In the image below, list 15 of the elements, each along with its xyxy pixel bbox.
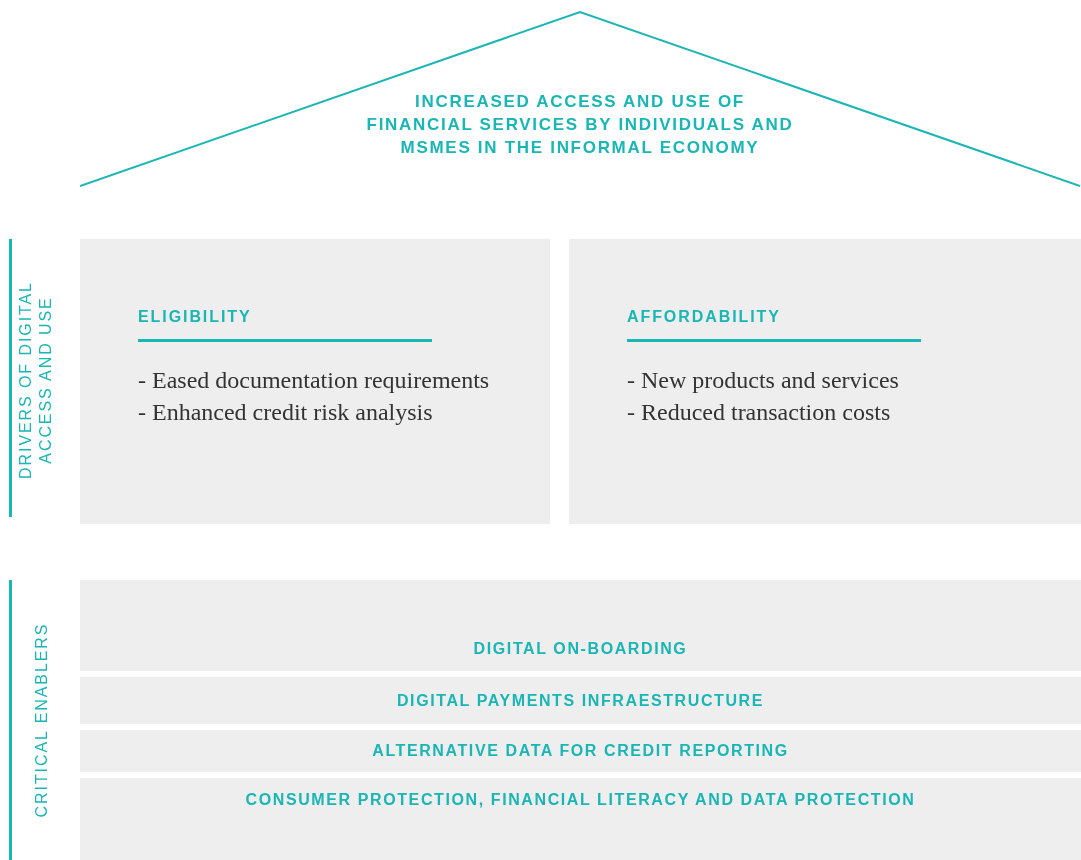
enabler-label: CONSUMER PROTECTION, FINANCIAL LITERACY AND DATA PROTECTION [245, 790, 916, 810]
panel-heading: AFFORDABILITY [627, 305, 921, 342]
driver-panel [80, 239, 550, 524]
enabler-label: DIGITAL PAYMENTS INFRAESTRUCTURE [396, 690, 765, 711]
panel-heading: ELIGIBILITY [138, 305, 432, 342]
bullet-item: - New products and services [627, 366, 899, 395]
bullet-item: - Reduced transaction costs [627, 398, 891, 427]
bullet-item: - Eased documentation requirements [138, 366, 490, 395]
goal-heading: INCREASED ACCESS AND USE OF FINANCIAL SERVICES BY INDIVIDUALS AND MSMES IN THE INFORMAL ECONOMY [365, 91, 795, 159]
enabler-label: DIGITAL ON-BOARDING [473, 639, 688, 659]
enabler-label: ALTERNATIVE DATA FOR CREDIT REPORTING [372, 741, 789, 761]
section-label: DRIVERS OF DIGITAL ACCESS AND USE [16, 280, 55, 481]
driver-panel [569, 239, 1081, 524]
bullet-item: - Enhanced credit risk analysis [138, 398, 433, 427]
section-label: CRITICAL ENABLERS [32, 621, 51, 820]
